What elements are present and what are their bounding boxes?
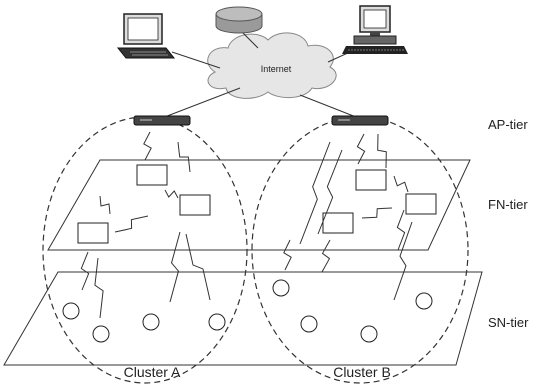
- sensor-nodes: [62, 279, 433, 343]
- fn-node-b3: [322, 212, 354, 234]
- cluster-b-boundary: [251, 116, 469, 384]
- wireless-link: [99, 195, 111, 215]
- sn-node-a1: [62, 302, 80, 320]
- wireless-link: [169, 231, 181, 303]
- wireless-link: [143, 131, 152, 161]
- fn-node-a3: [77, 222, 109, 244]
- cluster-label-a: Cluster A: [124, 364, 181, 380]
- wireless-link: [94, 257, 104, 319]
- sn-node-b4: [415, 292, 433, 310]
- database-icon: [215, 6, 263, 34]
- wireless-link: [356, 133, 366, 165]
- wireless-link: [317, 149, 343, 235]
- wireless-link: [80, 251, 90, 291]
- sn-node-b2: [300, 315, 318, 333]
- wireless-link: [114, 215, 149, 233]
- laptop-icon: [116, 13, 176, 59]
- wireless-link: [377, 133, 387, 169]
- sn-node-a2: [92, 325, 110, 343]
- fn-node-a2: [179, 194, 211, 216]
- wireless-link: [283, 239, 292, 271]
- router-icon-b: [331, 115, 389, 126]
- internet-label: Internet: [261, 64, 292, 74]
- forwarding-nodes: [77, 164, 437, 244]
- cluster-label-b: Cluster B: [333, 364, 391, 380]
- wireless-link: [177, 141, 191, 173]
- sn-node-b3: [360, 325, 378, 343]
- fn-node-b1: [355, 169, 387, 191]
- fn-tier-plane: [47, 159, 471, 251]
- sn-node-a3: [142, 313, 160, 331]
- tier-label-sn: SN-tier: [488, 315, 529, 330]
- sn-tier-plane: [3, 271, 483, 366]
- sn-node-b1: [272, 279, 290, 297]
- tier-label-fn: FN-tier: [488, 197, 528, 212]
- wireless-link: [361, 207, 393, 219]
- sn-node-a4: [208, 313, 226, 331]
- fn-node-b2: [405, 193, 437, 215]
- desktop-icon: [342, 5, 408, 54]
- tier-label-ap: AP-tier: [488, 117, 528, 132]
- wireless-link: [185, 233, 211, 301]
- wireless-link: [299, 141, 331, 245]
- wireless-link: [321, 239, 331, 273]
- internet-cloud: Internet: [207, 32, 337, 99]
- router-icon-a: [133, 115, 191, 126]
- fn-node-a1: [136, 164, 168, 186]
- wireless-link: [393, 175, 409, 193]
- wireless-link: [396, 209, 406, 251]
- wireless-link: [393, 221, 413, 301]
- wireless-links: [80, 131, 413, 319]
- wireless-link: [164, 189, 179, 199]
